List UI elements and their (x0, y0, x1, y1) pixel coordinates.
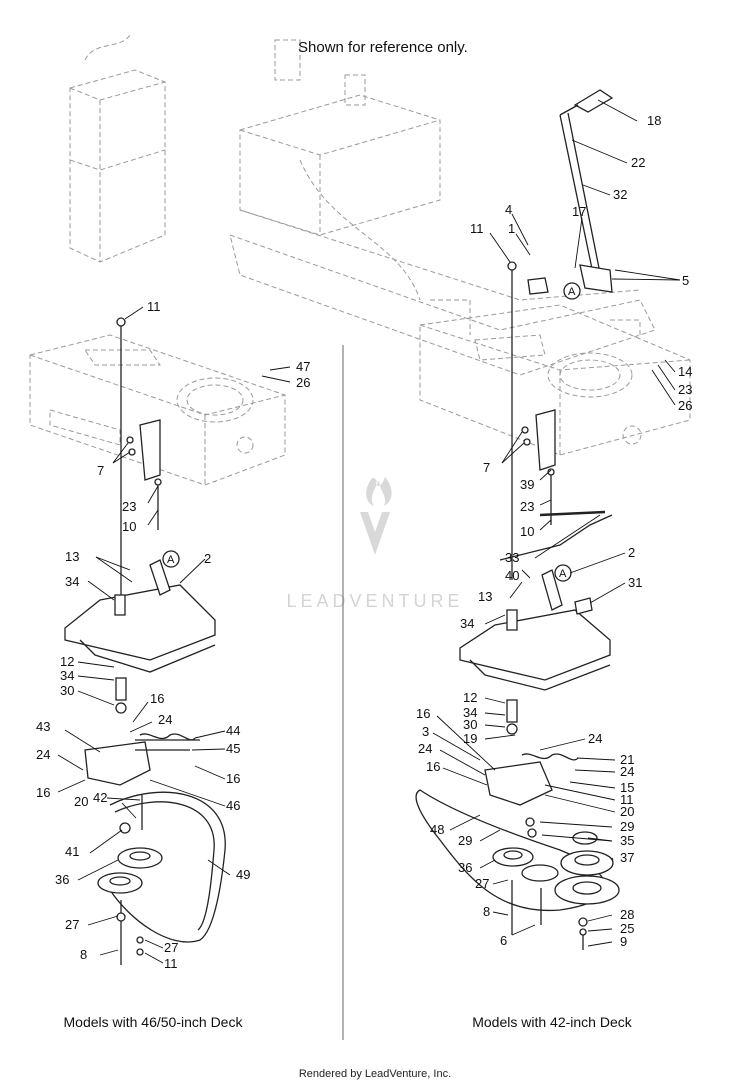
callout-44: 44 (226, 723, 240, 738)
callout-32: 32 (613, 187, 627, 202)
callout-47: 47 (296, 359, 310, 374)
callout-34: 34 (65, 574, 79, 589)
callout-8: 8 (80, 947, 87, 962)
callout-46: 46 (226, 798, 240, 813)
callout-11r: 11 (470, 221, 484, 236)
callout-16r2: 16 (426, 759, 440, 774)
callout-36: 36 (55, 872, 69, 887)
callout-16c: 16 (36, 785, 50, 800)
callout-40: 40 (505, 568, 519, 583)
left-assembly: A (64, 317, 226, 965)
callout-12: 12 (60, 654, 74, 669)
callout-42: 42 (93, 790, 107, 805)
callout-31: 31 (628, 575, 642, 590)
callout-5: 5 (682, 273, 689, 288)
callout-35: 35 (620, 833, 634, 848)
callout-25: 25 (620, 921, 634, 936)
reference-marker-left: A (167, 554, 175, 566)
callout-24r3: 24 (620, 764, 634, 779)
callout-20r: 20 (620, 804, 634, 819)
callout-23r2: 23 (520, 499, 534, 514)
callout-48: 48 (430, 822, 444, 837)
callouts-right: 18 22 32 4 1 11 17 5 14 23 26 7 39 23 10… (416, 113, 692, 949)
callout-24b: 24 (36, 747, 50, 762)
watermark-text: LEADVENTURE (286, 591, 463, 611)
callout-1: 1 (508, 221, 515, 236)
callout-14: 14 (678, 364, 692, 379)
callout-29: 29 (458, 833, 472, 848)
right-frame (419, 299, 691, 456)
callout-39: 39 (520, 477, 534, 492)
callout-34b: 34 (60, 668, 74, 683)
callout-43: 43 (36, 719, 50, 734)
callout-49: 49 (236, 867, 250, 882)
reference-note: Shown for reference only. (298, 39, 468, 56)
callout-24r: 24 (588, 731, 602, 746)
callout-6: 6 (500, 933, 507, 948)
callout-29b: 29 (620, 819, 634, 834)
reference-marker-right-top: A (568, 286, 576, 298)
callout-28: 28 (620, 907, 634, 922)
callout-45: 45 (226, 741, 240, 756)
callout-11r2: 11 (620, 792, 634, 807)
footer-credit: Rendered by LeadVenture, Inc. (299, 1068, 451, 1080)
caption-right: Models with 42-inch Deck (472, 1014, 633, 1030)
callout-7r: 7 (483, 460, 490, 475)
callout-13: 13 (65, 549, 79, 564)
callout-16: 16 (150, 691, 164, 706)
callout-24: 24 (158, 712, 172, 727)
caption-left: Models with 46/50-inch Deck (64, 1014, 244, 1030)
leader-lines (57, 99, 681, 964)
callout-3: 3 (422, 724, 429, 739)
callout-27b: 27 (164, 940, 178, 955)
watermark: LEADVENTURE (286, 477, 463, 611)
callout-34r2: 34 (463, 705, 477, 720)
callout-18: 18 (647, 113, 661, 128)
callout-11: 11 (147, 299, 161, 314)
callout-37: 37 (620, 850, 634, 865)
callout-34r: 34 (460, 616, 474, 631)
callout-20: 20 (74, 794, 88, 809)
callouts-left: 11 47 26 7 23 10 13 2 34 12 34 30 16 24 … (36, 299, 310, 971)
callout-19: 19 (463, 731, 477, 746)
callout-13r: 13 (478, 589, 492, 604)
callout-26: 26 (296, 375, 310, 390)
callout-27: 27 (65, 917, 79, 932)
callout-30: 30 (60, 683, 74, 698)
callout-7: 7 (97, 463, 104, 478)
callout-24r2: 24 (418, 741, 432, 756)
callout-17: 17 (572, 204, 586, 219)
callout-21: 21 (620, 752, 634, 767)
callout-16r: 16 (416, 706, 430, 721)
callout-26r: 26 (678, 398, 692, 413)
callout-23: 23 (122, 499, 136, 514)
left-frame (29, 334, 286, 486)
reference-marker-right: A (559, 568, 567, 580)
callout-9: 9 (620, 934, 627, 949)
callout-2r: 2 (628, 545, 635, 560)
callout-27r: 27 (475, 876, 489, 891)
callout-2: 2 (204, 551, 211, 566)
callout-30r: 30 (463, 717, 477, 732)
callout-12r: 12 (463, 690, 477, 705)
callout-33: 33 (505, 550, 519, 565)
callout-36r: 36 (458, 860, 472, 875)
callout-23r: 23 (678, 382, 692, 397)
callout-11b: 11 (164, 956, 178, 971)
callout-4: 4 (505, 202, 512, 217)
callout-22: 22 (631, 155, 645, 170)
callout-16b: 16 (226, 771, 240, 786)
reference-frame (69, 34, 656, 376)
right-assembly: A A (415, 89, 620, 950)
callout-10: 10 (122, 519, 136, 534)
callout-10r: 10 (520, 524, 534, 539)
callout-8r: 8 (483, 904, 490, 919)
callout-15: 15 (620, 780, 634, 795)
callout-41: 41 (65, 844, 79, 859)
